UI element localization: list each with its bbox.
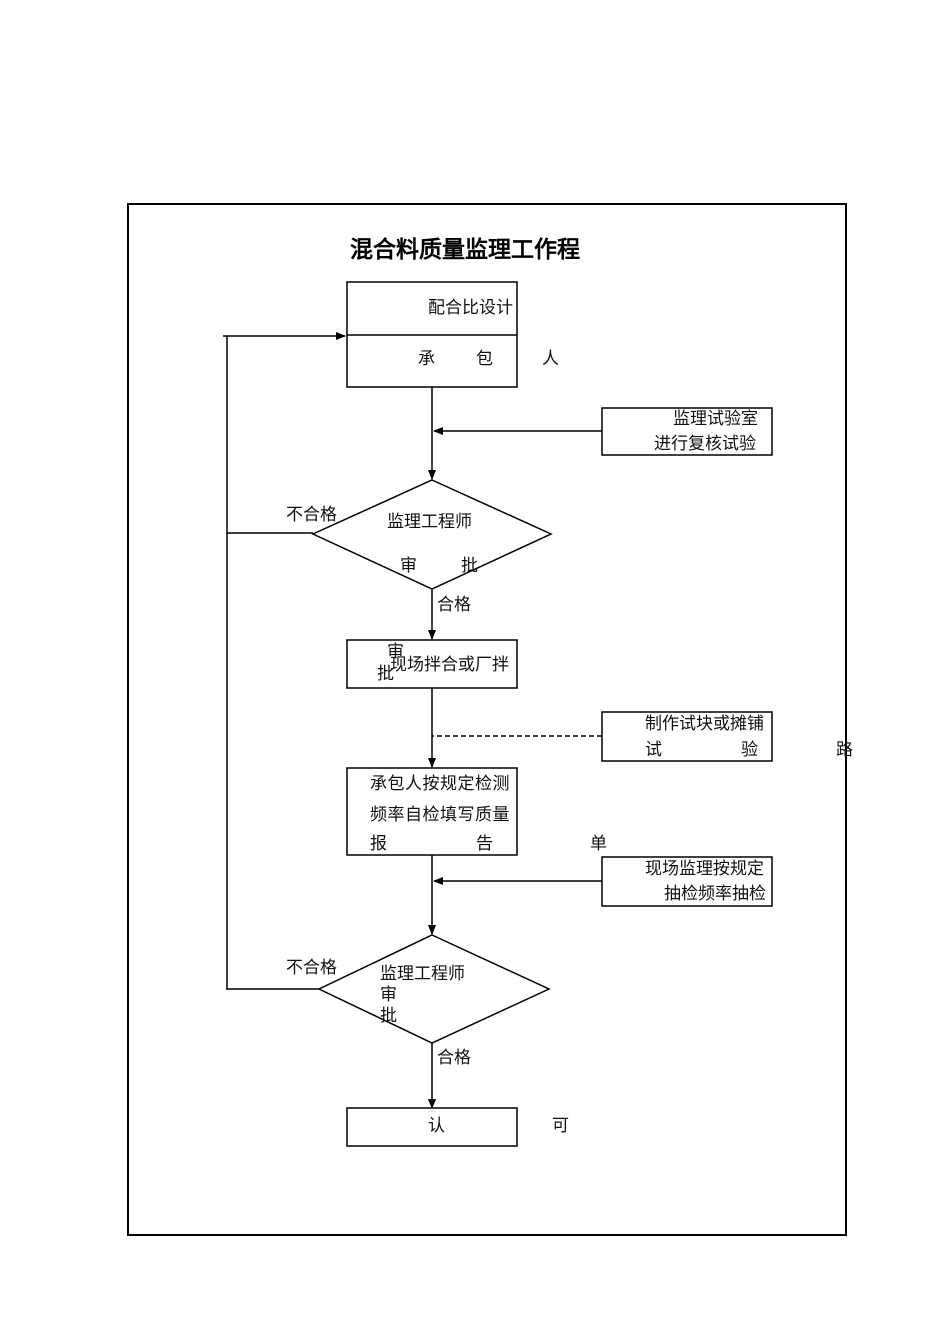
contractor-char-2: 包 bbox=[476, 349, 493, 369]
lab-check-line1: 监理试验室 bbox=[673, 409, 758, 429]
spot-check-line1: 现场监理按规定 bbox=[645, 859, 764, 879]
approval2-line2: 审 bbox=[380, 985, 397, 1005]
approval1-diamond bbox=[311, 479, 553, 590]
mixing-overlay-char-2: 批 bbox=[377, 664, 394, 684]
fail-label-2: 不合格 bbox=[286, 958, 337, 978]
diagram-frame bbox=[127, 203, 847, 1236]
self-check-line2: 频率自检填写质量 bbox=[370, 805, 510, 825]
mixing-overlay-char-1: 审 bbox=[387, 642, 404, 662]
mix-design-label: 配合比设计 bbox=[428, 298, 513, 318]
accept-box bbox=[346, 1107, 518, 1147]
specimen-char-2: 验 bbox=[741, 740, 758, 760]
self-check-char-2: 告 bbox=[476, 834, 493, 854]
specimen-char-1: 试 bbox=[645, 740, 662, 760]
self-check-char-3: 单 bbox=[590, 834, 607, 854]
approval1-char-2: 批 bbox=[461, 556, 478, 576]
approval2-line1: 监理工程师 bbox=[380, 964, 465, 984]
pass-label-1: 合格 bbox=[437, 595, 471, 615]
approval2-diamond bbox=[317, 934, 551, 1044]
mixing-label: 现场拌合或厂拌 bbox=[390, 655, 509, 675]
contractor-char-1: 承 bbox=[418, 349, 435, 369]
contractor-char-3: 人 bbox=[542, 349, 559, 369]
specimen-char-3: 路 bbox=[836, 740, 853, 760]
approval2-line3: 批 bbox=[380, 1006, 397, 1026]
approval1-line1: 监理工程师 bbox=[387, 512, 472, 532]
self-check-line1: 承包人按规定检测 bbox=[370, 774, 510, 794]
pass-label-2: 合格 bbox=[437, 1048, 471, 1068]
specimen-line1: 制作试块或摊铺 bbox=[645, 714, 764, 734]
lab-check-line2: 进行复核试验 bbox=[654, 434, 756, 454]
accept-char-2: 可 bbox=[552, 1116, 569, 1136]
diagram-title: 混合料质量监理工作程 bbox=[350, 237, 580, 263]
approval1-char-1: 审 bbox=[400, 556, 417, 576]
fail-label-1: 不合格 bbox=[286, 505, 337, 525]
spot-check-line2: 抽检频率抽检 bbox=[664, 884, 766, 904]
accept-char-1: 认 bbox=[428, 1116, 445, 1136]
self-check-char-1: 报 bbox=[370, 834, 387, 854]
